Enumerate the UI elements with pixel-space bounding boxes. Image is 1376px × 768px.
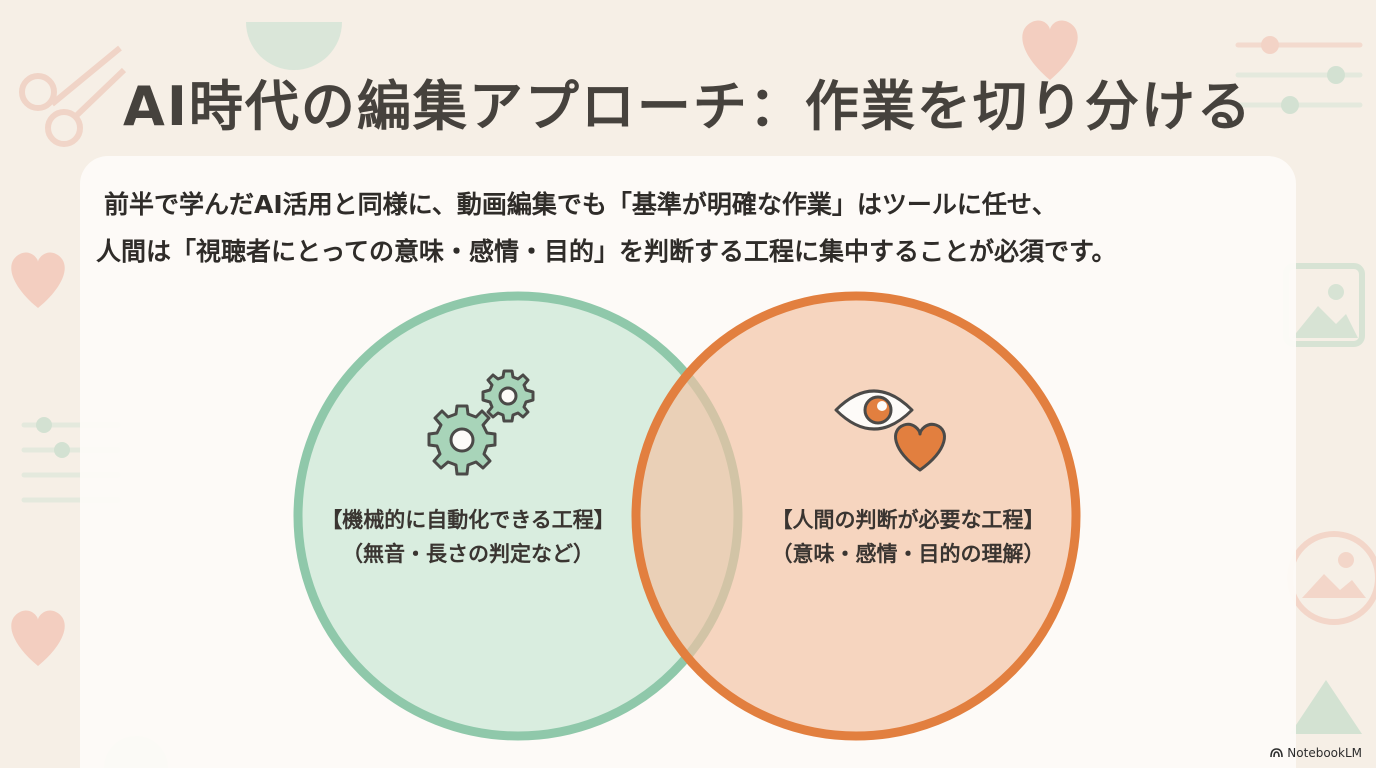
page-title: AI時代の編集アプローチ：作業を切り分ける xyxy=(123,75,1253,138)
notebooklm-watermark: NotebookLM xyxy=(1270,746,1362,760)
venn-left-title: 【機械的に自動化できる工程】 xyxy=(321,508,615,532)
heart-icon xyxy=(11,252,65,308)
description-line-2: 人間は「視聴者にとっての意味・感情・目的」を判断する工程に集中することが必須です… xyxy=(96,237,1117,266)
sliders-icon xyxy=(1235,36,1363,114)
description-line-1: 前半で学んだAI活用と同様に、動画編集でも「基準が明確な作業」はツールに任せ、 xyxy=(104,190,1057,219)
venn-right-subtitle: （意味・感情・目的の理解） xyxy=(771,542,1045,566)
description: 前半で学んだAI活用と同様に、動画編集でも「基準が明確な作業」はツールに任せ、 … xyxy=(96,181,1296,275)
half-circle-shape xyxy=(246,22,342,70)
triangle-shape xyxy=(1290,680,1362,734)
venn-label-left: 【機械的に自動化できる工程】 （無音・長さの判定など） xyxy=(298,503,638,571)
notebooklm-logo-icon xyxy=(1270,748,1284,758)
venn-circle-right xyxy=(631,291,1081,741)
venn-right-title: 【人間の判断が必要な工程】 xyxy=(771,508,1045,532)
notebooklm-label: NotebookLM xyxy=(1287,746,1362,760)
heart-icon xyxy=(1022,20,1078,80)
heart-icon xyxy=(11,610,65,666)
scissors-icon xyxy=(19,45,127,147)
eye-heart-icon xyxy=(834,389,946,472)
gears-icon xyxy=(427,369,535,476)
venn-left-subtitle: （無音・長さの判定など） xyxy=(342,542,594,566)
venn-label-right: 【人間の判断が必要な工程】 （意味・感情・目的の理解） xyxy=(738,503,1078,571)
